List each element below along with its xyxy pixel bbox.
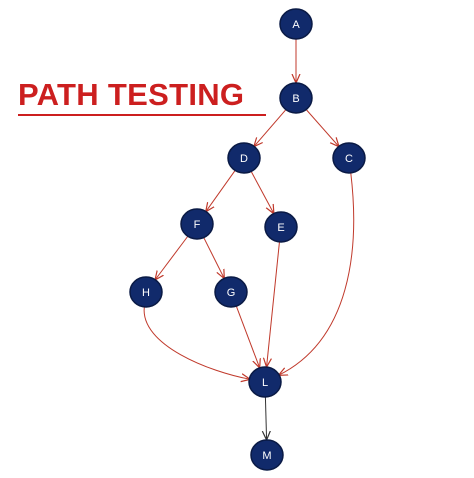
node-label: A <box>292 19 300 31</box>
title-underline <box>18 114 266 116</box>
nodes-layer: A B C D E F G H L M <box>129 8 366 471</box>
node-label: H <box>142 287 150 299</box>
edge-b-to-c <box>305 108 339 147</box>
edge-g-to-l <box>235 305 259 368</box>
node-circle <box>250 439 284 471</box>
node-label: B <box>292 93 299 105</box>
edge-f-to-h <box>155 235 189 280</box>
node-circle <box>214 276 248 308</box>
edge-d-to-f <box>206 169 236 212</box>
edge-f-to-g <box>203 237 225 278</box>
node-b: B <box>279 82 313 114</box>
edge-b-to-d <box>254 109 287 146</box>
node-c: C <box>332 142 366 174</box>
edge-h-to-l <box>143 306 250 379</box>
node-l: L <box>248 366 282 398</box>
edge-e-to-l <box>267 241 280 367</box>
edges-layer <box>143 39 355 440</box>
node-label: C <box>345 153 353 165</box>
node-label: D <box>240 153 248 165</box>
node-circle <box>180 208 214 240</box>
node-label: M <box>262 450 271 462</box>
node-label: F <box>194 219 201 231</box>
node-e: E <box>264 211 298 243</box>
node-circle <box>129 276 163 308</box>
node-d: D <box>227 142 261 174</box>
node-a: A <box>279 8 313 40</box>
node-circle <box>332 142 366 174</box>
node-m: M <box>250 439 284 471</box>
node-label: L <box>262 377 268 389</box>
node-label: E <box>277 222 284 234</box>
diagram-title: PATH TESTING <box>18 77 245 112</box>
node-h: H <box>129 276 163 308</box>
node-label: G <box>227 287 236 299</box>
node-g: G <box>214 276 248 308</box>
node-circle <box>279 8 313 40</box>
node-circle <box>279 82 313 114</box>
node-f: F <box>180 208 214 240</box>
node-circle <box>227 142 261 174</box>
edge-d-to-e <box>250 170 274 214</box>
edge-c-to-l <box>278 172 355 375</box>
node-circle <box>248 366 282 398</box>
node-circle <box>264 211 298 243</box>
edge-l-to-m <box>265 396 266 440</box>
